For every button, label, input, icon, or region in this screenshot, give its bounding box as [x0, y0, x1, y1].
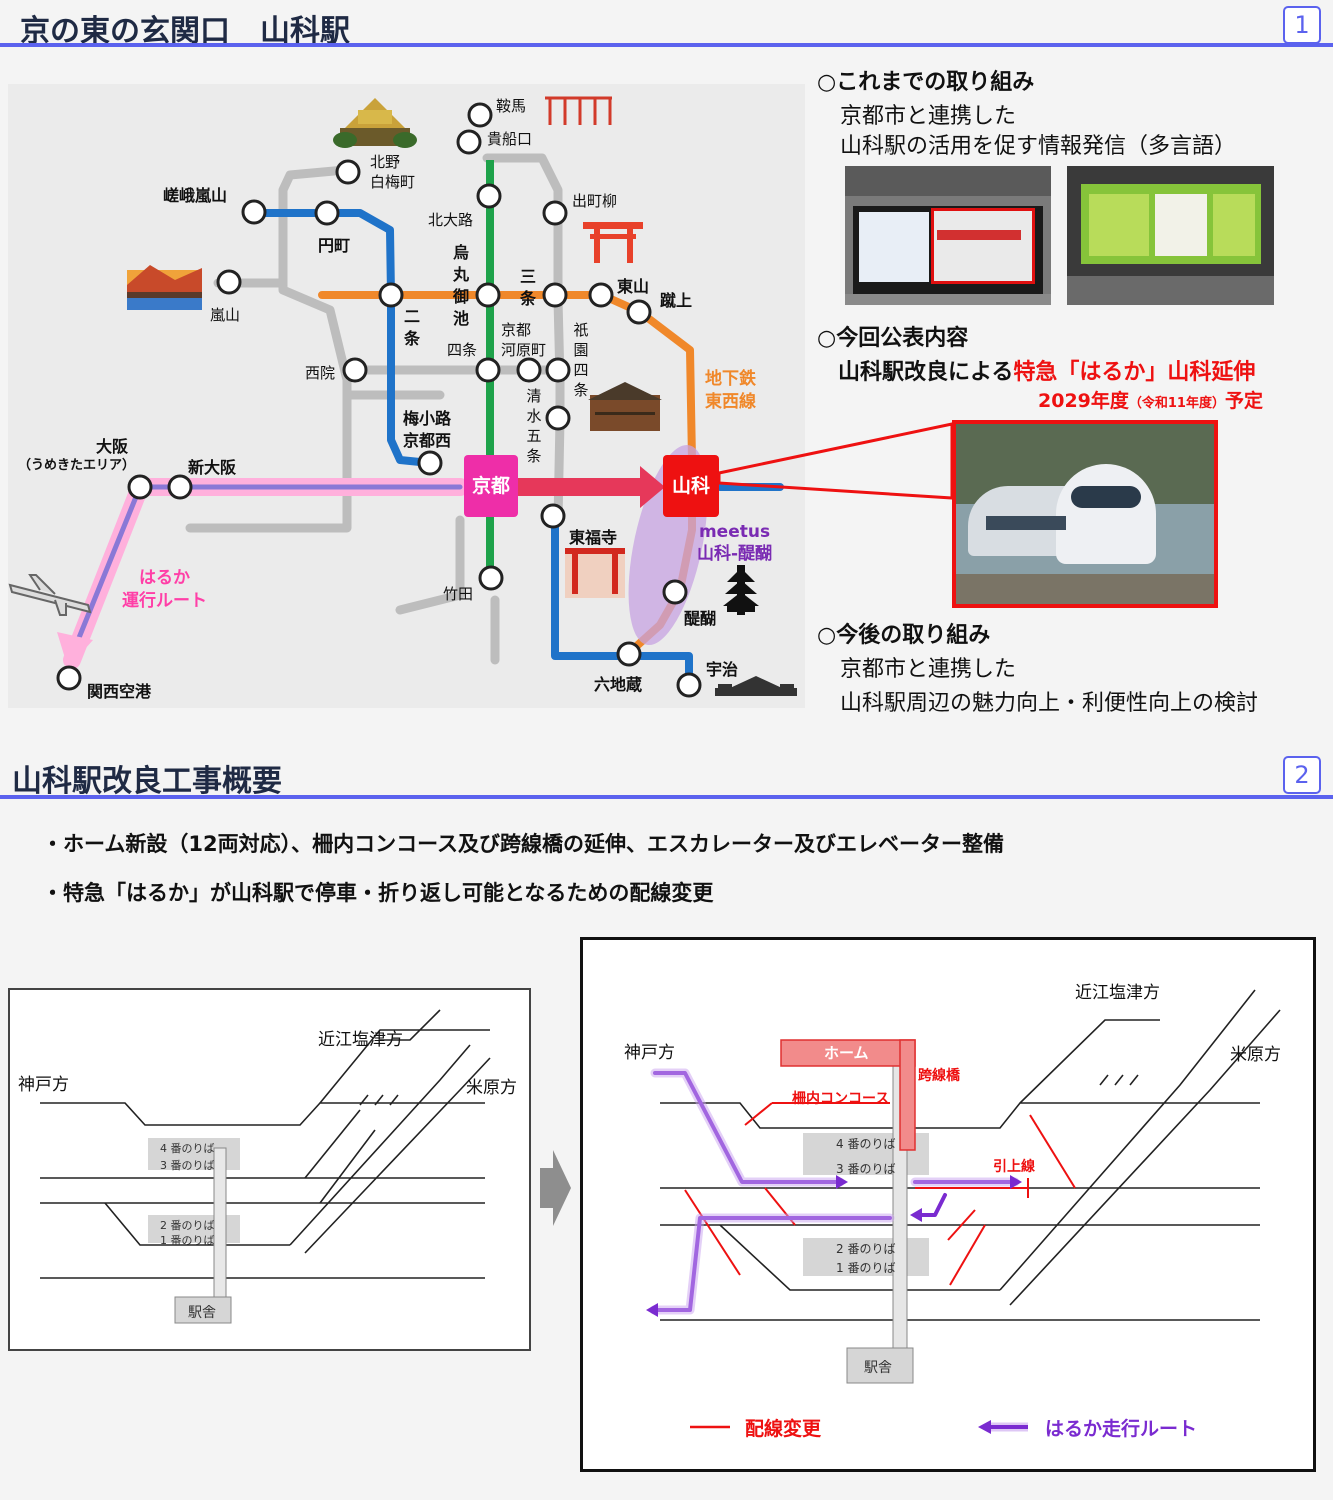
station-shin-osaka: 新大阪: [188, 458, 237, 477]
heian-torii: [583, 222, 643, 263]
page-number-2: 2: [1283, 756, 1321, 794]
station-kansai-airport: 関西空港: [87, 682, 152, 701]
station-yamashina-box: 山科: [663, 455, 719, 517]
after-platform-3: 3 番のりば: [836, 1162, 896, 1176]
station-shijo: 四条: [447, 341, 478, 359]
station-nijo: 二 条: [403, 307, 420, 348]
station-tofukuji: 東福寺: [569, 528, 618, 547]
station-osaka-sub: （うめきたエリア）: [18, 458, 136, 473]
kinkakuji-illustration: [333, 98, 417, 148]
station-gion-shijo: 祇 園 四 条: [573, 321, 589, 399]
legend-haruka-route: はるか走行ルート: [1045, 1418, 1198, 1440]
section2-title: 山科駅改良工事概要: [12, 764, 282, 799]
schedule-line: 2029年度（令和11年度）予定: [1038, 386, 1263, 413]
station-rokujizo: 六地蔵: [594, 675, 643, 694]
station-kibuneguchi: 貴船口: [487, 130, 533, 148]
after-home-label: ホーム: [824, 1044, 869, 1062]
station-emmachi: 円町: [318, 236, 351, 255]
bullet-track-change: ・特急「はるか」が山科駅で停車・折り返し可能となるための配線変更: [42, 881, 714, 905]
haruka-extension-highlight: 特急「はるか」山科延伸: [1013, 360, 1256, 385]
station-kiyomizu-gojo: 清 水 五 条: [526, 387, 542, 465]
station-arashiyama: 嵐山: [210, 306, 241, 324]
station-sagaarashiyama: 嵯峨嵐山: [163, 186, 228, 205]
station-demachiyanagi: 出町柳: [572, 192, 618, 210]
current-announcement-text: 山科駅改良による特急「はるか」山科延伸: [838, 354, 1255, 386]
before-diagram: [8, 988, 531, 1351]
bullet-platform-works: ・ホーム新設（12両対応）、柵内コンコース及び跨線橋の延伸、エスカレーター及びエ…: [42, 832, 1005, 856]
after-bridge-label: 跨線橋: [918, 1068, 960, 1084]
after-platform-2: 2 番のりば: [836, 1242, 896, 1256]
subway-tozai-label: 地下鉄 東西線: [705, 369, 756, 412]
before-platform-1: 1 番のりば: [160, 1234, 215, 1247]
past-efforts-text2: 山科駅の活用を促す情報発信（多言語）: [840, 134, 1237, 159]
past-efforts-heading: ○これまでの取り組み: [817, 70, 1035, 95]
station-kyoto-box: 京都: [464, 455, 518, 517]
station-kurama: 鞍馬: [496, 97, 527, 115]
station-takeda: 竹田: [443, 585, 474, 603]
airplane-illustration: [8, 574, 92, 616]
kiyomizu-illustration: [588, 382, 662, 431]
after-diagram: [580, 937, 1316, 1472]
signage-photo-1: [845, 166, 1051, 305]
before-maibara-label: 米原方: [466, 1078, 517, 1098]
pagoda-illustration: [723, 565, 759, 615]
byodoin-illustration: [715, 676, 797, 696]
current-announcement-heading: ○今回公表内容: [817, 326, 969, 351]
haruka-route-label: はるか 運行ルート: [122, 568, 207, 611]
before-station-building: 駅舎: [188, 1305, 216, 1321]
station-uji: 宇治: [706, 660, 739, 679]
schedule-year: 2029年度: [1038, 390, 1129, 412]
legend-track-change: 配線変更: [745, 1418, 822, 1440]
signage-photo-2: [1067, 166, 1274, 305]
before-platform-4: 4 番のりば: [160, 1142, 215, 1155]
fushimi-torii-illustration: [565, 548, 625, 598]
before-platform-3: 3 番のりば: [160, 1159, 215, 1172]
after-platform-1: 1 番のりば: [836, 1261, 896, 1275]
station-higashiyama: 東山: [617, 277, 650, 296]
station-karasuma-oike: 烏 丸 御 池: [452, 243, 469, 328]
after-kobe-label: 神戸方: [624, 1043, 675, 1063]
station-kyoto-kawaramachi: 京都 河原町: [501, 321, 547, 359]
before-omi-label: 近江塩津方: [318, 1030, 403, 1050]
future-efforts-text1: 京都市と連携した: [840, 657, 1017, 682]
station-saiin: 西院: [305, 364, 336, 382]
before-platform-2: 2 番のりば: [160, 1219, 215, 1232]
page-number-1: 1: [1283, 6, 1321, 44]
before-kobe-label: 神戸方: [18, 1075, 69, 1095]
station-umekoji: 梅小路 京都西: [403, 409, 452, 450]
after-omi-label: 近江塩津方: [1075, 983, 1160, 1003]
after-station-building: 駅舎: [864, 1360, 892, 1376]
schedule-year-small: （令和11年度）: [1128, 396, 1225, 411]
station-keage: 蹴上: [660, 291, 693, 310]
after-platform-4: 4 番のりば: [836, 1137, 896, 1151]
station-sanjo: 三 条: [519, 267, 536, 308]
station-kitano: 北野 白梅町: [370, 153, 416, 191]
after-pullout-label: 引上線: [993, 1159, 1035, 1175]
meetus-label: meetus 山科-醍醐: [697, 522, 773, 564]
station-daigo: 醍醐: [684, 609, 717, 628]
schedule-suffix: 予定: [1224, 390, 1263, 412]
torii-gates-kurama: [545, 96, 612, 125]
future-efforts-text2: 山科駅周辺の魅力向上・利便性向上の検討: [840, 691, 1259, 716]
arashiyama-illustration: [127, 265, 202, 310]
after-maibara-label: 米原方: [1230, 1045, 1281, 1065]
section2-divider: [0, 795, 1333, 799]
past-efforts-text1: 京都市と連携した: [840, 104, 1017, 129]
current-announcement-prefix: 山科駅改良による: [838, 360, 1014, 385]
after-concourse-label: 柵内コンコース: [792, 1091, 890, 1107]
haruka-train-photo: [952, 420, 1218, 608]
station-kitaoji: 北大路: [428, 211, 474, 229]
future-efforts-heading: ○今後の取り組み: [817, 623, 991, 648]
section1-divider: [0, 43, 1333, 47]
station-osaka: 大阪: [96, 437, 129, 456]
